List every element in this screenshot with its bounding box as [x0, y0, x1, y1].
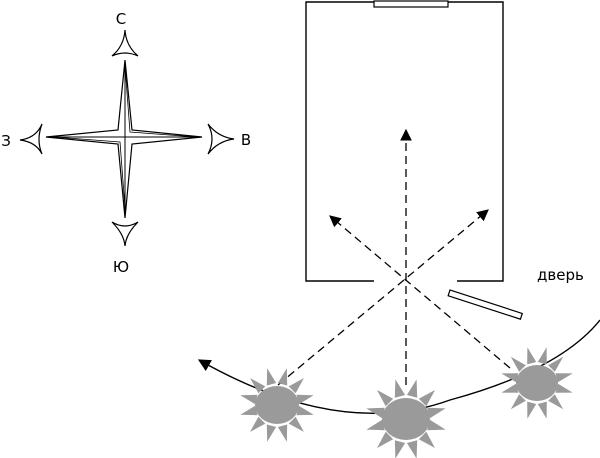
ray-from-southeast: [329, 215, 511, 369]
sun-ray: [266, 368, 277, 386]
compass-west-label: З: [1, 132, 11, 150]
sun-ray: [240, 394, 258, 405]
sun-ray: [296, 405, 314, 416]
sun-ray: [394, 379, 406, 398]
sun-ray: [555, 383, 573, 393]
north-arrowhead: [111, 29, 139, 57]
sun-ray: [288, 378, 304, 394]
sun-ray: [277, 368, 288, 386]
sun-ray: [296, 394, 314, 405]
sun-ray: [250, 416, 266, 432]
sun-disk: [382, 398, 430, 440]
compass-north-label: С: [116, 10, 126, 28]
sun-ray: [527, 401, 537, 419]
sun-rays: [277, 128, 511, 386]
sun-ray: [548, 394, 564, 410]
south-arrowhead: [111, 221, 139, 247]
compass-east-label: В: [241, 131, 251, 149]
sun-ray: [501, 373, 519, 383]
sun-disk: [516, 365, 558, 401]
compass-rose-icon: С Ю З В: [1, 10, 251, 276]
sun-ray: [418, 390, 435, 407]
west-arrowhead: [19, 123, 43, 155]
east-arrowhead: [207, 123, 235, 155]
sun-ray: [406, 440, 418, 458]
sun-ray: [250, 378, 266, 394]
sun-icon: [366, 379, 446, 458]
sun-ray: [418, 431, 435, 448]
sun-ray: [406, 379, 418, 398]
sun-ray: [366, 407, 385, 419]
window-icon: [373, 0, 449, 8]
sun-ray: [277, 424, 288, 442]
ray-from-southwest: [277, 209, 489, 386]
sun-ray: [427, 407, 446, 419]
sun-ray: [377, 390, 394, 407]
sun-ray: [537, 401, 547, 419]
door-label: дверь: [537, 266, 584, 284]
room-walls: [305, 1, 504, 282]
sun-ray: [501, 383, 519, 393]
sun-disk: [255, 386, 299, 424]
sun-ray: [240, 405, 258, 416]
sun-ray: [377, 431, 394, 448]
sun-icon: [240, 368, 314, 442]
sun-ray: [510, 394, 526, 410]
sun-ray: [555, 373, 573, 383]
sun-ray: [394, 440, 406, 458]
sun-ray: [366, 419, 385, 431]
sun-ray: [548, 356, 564, 372]
sun-icon: [501, 347, 573, 419]
compass-south-label: Ю: [113, 258, 129, 276]
sun-ray: [510, 356, 526, 372]
sun-ray: [537, 347, 547, 365]
sun-ray: [427, 419, 446, 431]
door-icon: [447, 289, 524, 320]
suns: [240, 347, 573, 458]
sun-ray: [266, 424, 277, 442]
sun-ray: [527, 347, 537, 365]
room: дверь: [305, 0, 584, 320]
sun-ray: [288, 416, 304, 432]
